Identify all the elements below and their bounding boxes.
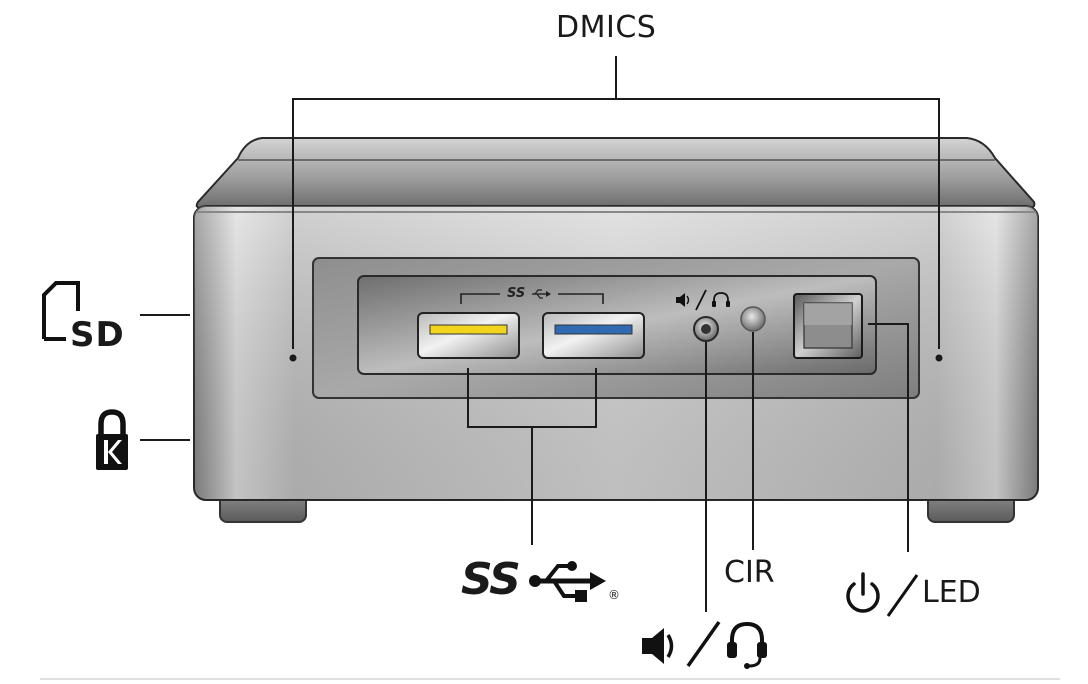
led-label: LED [922, 575, 981, 610]
usb-callout [467, 368, 597, 545]
dmics-label: DMICS [556, 10, 657, 45]
usb-port-left-tab [429, 324, 508, 335]
dmics-callout [292, 56, 940, 349]
superspeed-label-small: SS [507, 286, 526, 301]
usb-bracket-top [460, 293, 604, 304]
speaker-icon-small [676, 293, 690, 307]
usb-trident-icon-small [532, 289, 551, 299]
headset-icon-small [712, 292, 730, 307]
kensington-lock-icon [96, 409, 128, 470]
usb-port-right-tab [554, 324, 633, 335]
power-icon [846, 572, 880, 613]
sd-label: SD [70, 315, 125, 355]
usb-port-left [417, 312, 520, 359]
mic-hole-right [935, 354, 943, 362]
superspeed-label: SS [461, 554, 521, 605]
usb-trident-icon [529, 561, 606, 602]
headset-icon [727, 621, 767, 669]
mic-hole-left [289, 354, 297, 362]
chassis-top [195, 137, 1036, 209]
power-callout-line [868, 323, 909, 552]
sd-card-icon [42, 281, 80, 341]
cir-label: CIR [724, 555, 775, 590]
cir-sensor [740, 306, 766, 332]
speaker-icon [642, 628, 674, 664]
usb-port-right [542, 312, 645, 359]
registered-mark: ® [608, 588, 620, 602]
